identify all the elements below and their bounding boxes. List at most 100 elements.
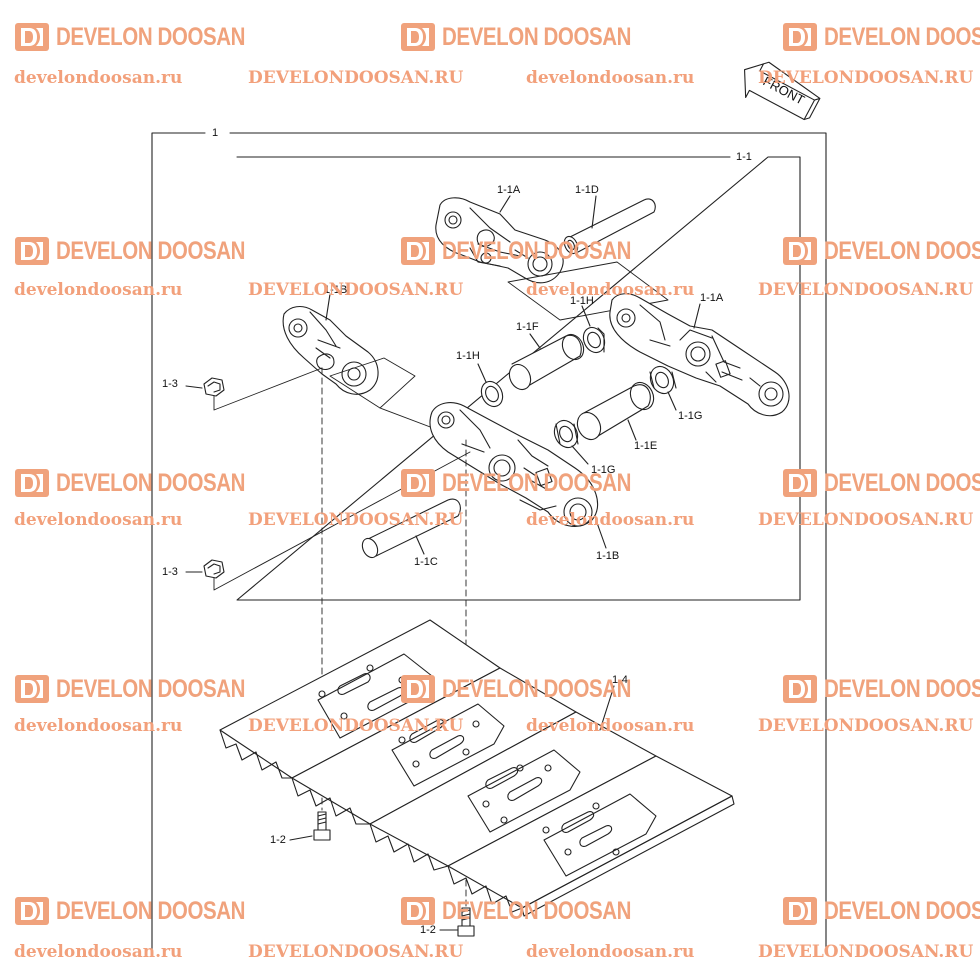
watermark-logo: DEVELON DOOSAN <box>14 22 287 52</box>
callout-1: 1 <box>212 127 219 139</box>
watermark-url: develondoosan.ru <box>526 942 695 962</box>
callout-1-1g-right: 1-1G <box>678 410 703 422</box>
watermark-logo: DEVELON DOOSAN <box>782 468 980 498</box>
bolt-1-2-bottom <box>457 907 475 937</box>
watermark-brand: DEVELON DOOSAN <box>442 236 632 265</box>
watermark-url: DEVELONDOOSAN.RU <box>248 942 464 962</box>
bushing-1-1e <box>576 381 655 441</box>
nut-1-3-upper <box>203 377 225 397</box>
watermark-logo: DEVELON DOOSAN <box>14 236 287 266</box>
callout-1-4: 1-4 <box>612 674 628 686</box>
watermark-logo: DEVELON DOOSAN <box>14 468 287 498</box>
watermark-logo: DEVELON DOOSAN <box>400 236 673 266</box>
watermark-brand: DEVELON DOOSAN <box>442 22 632 51</box>
callout-1-1h-top: 1-1H <box>570 295 594 307</box>
watermark-brand: DEVELON DOOSAN <box>824 468 980 497</box>
leader <box>415 535 425 555</box>
callout-1-1e: 1-1E <box>634 440 658 452</box>
watermark-brand: DEVELON DOOSAN <box>56 468 246 497</box>
leader <box>325 293 331 321</box>
callout-1-1a-top: 1-1A <box>497 184 521 196</box>
watermark-url: develondoosan.ru <box>526 716 695 736</box>
watermark-brand: DEVELON DOOSAN <box>824 674 980 703</box>
leader <box>581 305 591 327</box>
callout-1-2-left: 1-2 <box>270 834 286 846</box>
watermark-url: DEVELONDOOSAN.RU <box>758 510 974 530</box>
alignment-guide <box>507 261 669 321</box>
watermark-brand: DEVELON DOOSAN <box>824 896 980 925</box>
leader <box>667 391 677 411</box>
leader <box>289 835 313 841</box>
watermark-brand: DEVELON DOOSAN <box>442 896 632 925</box>
watermark-url: DEVELONDOOSAN.RU <box>248 68 464 88</box>
watermark-logo: DEVELON DOOSAN <box>400 468 673 498</box>
leader <box>693 303 701 329</box>
watermark-url: DEVELONDOOSAN.RU <box>758 942 974 962</box>
spacer-1-1h-left <box>480 380 504 408</box>
watermark-url: DEVELONDOOSAN.RU <box>758 280 974 300</box>
watermark-url: develondoosan.ru <box>14 68 183 88</box>
leader <box>185 385 203 389</box>
track-shoe-1-4 <box>219 619 735 917</box>
leader <box>477 363 487 383</box>
watermark-url: develondoosan.ru <box>14 716 183 736</box>
watermark-brand: DEVELON DOOSAN <box>56 22 246 51</box>
watermark-logo: DEVELON DOOSAN <box>782 22 980 52</box>
watermark-logo: DEVELON DOOSAN <box>14 896 287 926</box>
callout-1-1b-left: 1-1B <box>324 284 348 296</box>
callout-1-2-bottom: 1-2 <box>420 924 436 936</box>
callout-1-1g-front: 1-1G <box>591 464 616 476</box>
watermark-brand: DEVELON DOOSAN <box>56 674 246 703</box>
spacer-1-1h-top <box>582 326 606 354</box>
watermark-brand: DEVELON DOOSAN <box>442 674 632 703</box>
leader <box>591 195 597 229</box>
watermark-brand: DEVELON DOOSAN <box>56 896 246 925</box>
leader <box>627 419 637 441</box>
watermark-url: DEVELONDOOSAN.RU <box>758 716 974 736</box>
callout-1-1f: 1-1F <box>516 321 539 333</box>
watermark-brand: DEVELON DOOSAN <box>824 236 980 265</box>
callout-1-1h-left: 1-1H <box>456 350 480 362</box>
watermark-url: develondoosan.ru <box>14 280 183 300</box>
nut-1-3-lower <box>203 559 225 579</box>
watermark-brand: DEVELON DOOSAN <box>56 236 246 265</box>
callout-1-1a-right: 1-1A <box>700 292 724 304</box>
watermark-url: develondoosan.ru <box>526 280 695 300</box>
watermark-logo: DEVELON DOOSAN <box>782 896 980 926</box>
callout-1-1: 1-1 <box>736 151 752 163</box>
leader <box>599 685 615 731</box>
leader <box>529 333 541 349</box>
watermark-logo: DEVELON DOOSAN <box>14 674 287 704</box>
watermark-url: DEVELONDOOSAN.RU <box>248 716 464 736</box>
watermark-logo: DEVELON DOOSAN <box>400 674 673 704</box>
watermark-url: develondoosan.ru <box>526 510 695 530</box>
outer-frame <box>151 132 827 951</box>
link-1-1a-top <box>435 197 564 284</box>
watermark-brand: DEVELON DOOSAN <box>824 22 980 51</box>
callout-1-1c: 1-1C <box>414 556 438 568</box>
watermark-logo: DEVELON DOOSAN <box>782 674 980 704</box>
bushing-1-1f <box>508 333 585 391</box>
watermark-url: DEVELONDOOSAN.RU <box>758 68 974 88</box>
watermark-url: DEVELONDOOSAN.RU <box>248 280 464 300</box>
bolt-1-2-left <box>313 811 331 841</box>
leader <box>571 445 589 465</box>
callout-1-3-upper: 1-3 <box>162 378 178 390</box>
pin-1-1c <box>361 498 461 559</box>
watermark-brand: DEVELON DOOSAN <box>442 468 632 497</box>
link-1-1b-left <box>282 305 379 395</box>
watermark-url: develondoosan.ru <box>526 68 695 88</box>
callout-1-3-lower: 1-3 <box>162 566 178 578</box>
callout-1-1b-front: 1-1B <box>596 550 620 562</box>
leader <box>499 195 511 213</box>
leader <box>595 519 607 549</box>
callout-1-1d: 1-1D <box>575 184 599 196</box>
seal-1-1g-front <box>553 419 579 449</box>
watermark-logo: DEVELON DOOSAN <box>400 22 673 52</box>
watermark-logo: DEVELON DOOSAN <box>782 236 980 266</box>
watermark-url: develondoosan.ru <box>14 942 183 962</box>
pin-1-1d <box>563 198 656 255</box>
watermark-url: DEVELONDOOSAN.RU <box>248 510 464 530</box>
watermark-logo: DEVELON DOOSAN <box>400 896 673 926</box>
